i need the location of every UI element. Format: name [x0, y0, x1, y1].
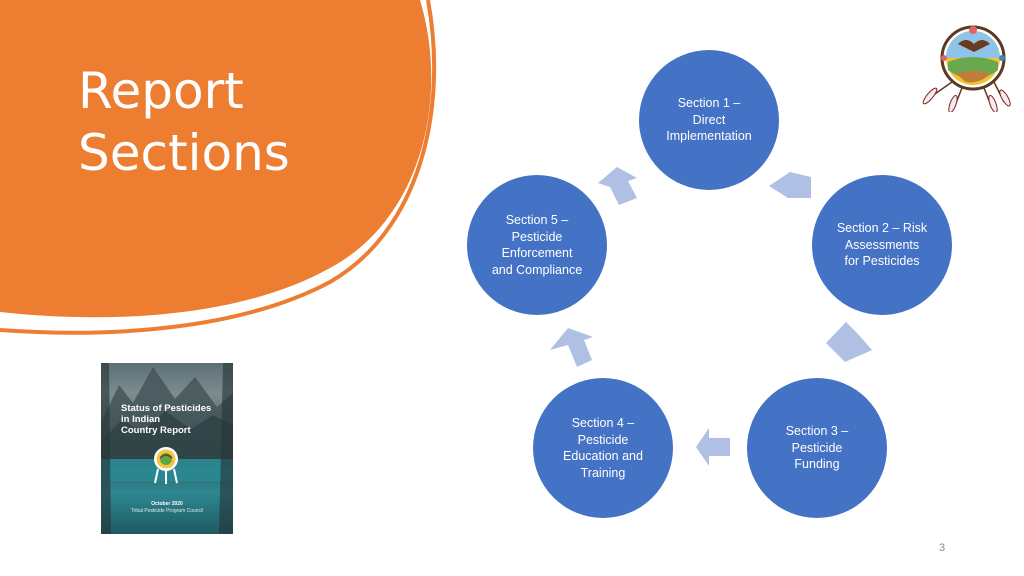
page-number: 3: [938, 542, 946, 554]
cycle-node-section-4: [533, 378, 673, 518]
cycle-arrow-1-to-2: [769, 172, 811, 198]
cycle-node-section-2-label: Section 2 – Risk Assessments for Pestici…: [827, 220, 937, 270]
cycle-node-section-2: [812, 175, 952, 315]
node-3-line-1: Section 3 –: [785, 424, 849, 438]
node-4-line-3: Education and: [563, 449, 643, 463]
slide-title-line-1: Report: [78, 62, 244, 120]
node-5-line-2: Pesticide: [511, 229, 563, 244]
cycle-arrow-4-to-5: [550, 328, 593, 367]
cycle-node-section-3-label: Section 3 – Pesticide Funding: [762, 423, 872, 473]
cover-date: October 2020: [151, 501, 183, 507]
cover-title-line-3: Country Report: [121, 425, 191, 436]
dreamcatcher-logo-icon: [922, 25, 1011, 112]
report-cover-image: Status of Pesticides in Indian Country R…: [101, 363, 233, 534]
cover-title-line-1: Status of Pesticides: [121, 403, 212, 414]
cycle-node-section-1: [639, 50, 779, 190]
node-1-line-3: Implementation: [666, 129, 752, 143]
node-4-line-4: Training: [580, 465, 626, 480]
node-3-line-2: Pesticide: [791, 440, 843, 455]
node-3-line-3: Funding: [794, 457, 840, 471]
cycle-arrow-2-to-3: [826, 322, 872, 362]
node-2-line-2: Assessments: [844, 237, 920, 252]
node-5-line-1: Section 5 –: [505, 213, 569, 227]
mountain-lake-illustration: [101, 363, 233, 534]
dreamcatcher-logo-icon: [154, 447, 178, 484]
node-2-line-3: for Pesticides: [844, 254, 920, 268]
node-4-line-1: Section 4 –: [571, 416, 635, 430]
cover-title: Status of Pesticides in Indian Country R…: [121, 403, 221, 436]
node-4-line-2: Pesticide: [577, 432, 629, 447]
node-5-line-4: and Compliance: [491, 262, 583, 277]
cycle-node-section-5: [467, 175, 607, 315]
slide-title: Report Sections: [78, 60, 290, 184]
cycle-node-section-1-label: Section 1 – Direct Implementation: [654, 95, 764, 145]
node-1-line-2: Direct: [692, 112, 726, 127]
cycle-arrow-5-to-1: [598, 167, 637, 205]
node-2-line-1: Section 2 – Risk: [836, 221, 928, 235]
cycle-node-section-5-label: Section 5 – Pesticide Enforcement and Co…: [482, 212, 592, 278]
node-1-line-1: Section 1 –: [677, 96, 741, 110]
cycle-node-section-4-label: Section 4 – Pesticide Education and Trai…: [548, 415, 658, 481]
cycle-node-section-3: [747, 378, 887, 518]
cover-org: Tribal Pesticide Program Council: [130, 508, 204, 514]
node-5-line-3: Enforcement: [501, 246, 573, 260]
cover-title-line-2: in Indian: [121, 414, 161, 425]
cycle-arrow-3-to-4: [696, 428, 730, 466]
slide-title-line-2: Sections: [78, 124, 290, 182]
